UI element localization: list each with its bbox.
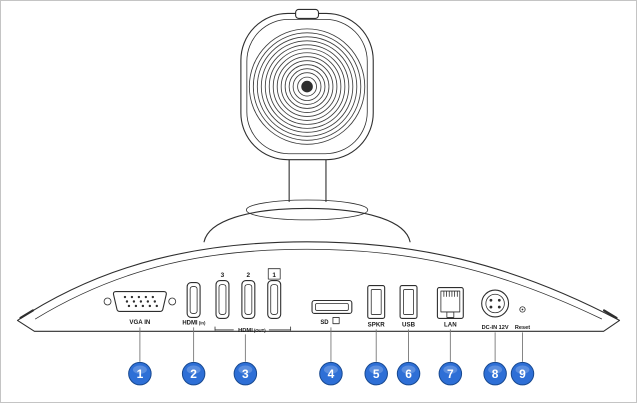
camera-mount	[203, 199, 411, 243]
usb-label: USB	[402, 321, 416, 328]
svg-text:4: 4	[328, 367, 335, 381]
sd-label: SD	[320, 320, 329, 326]
callout-4: 4	[319, 361, 343, 386]
svg-text:3: 3	[242, 367, 249, 381]
lan-label: LAN	[444, 321, 457, 328]
spkr-label: SPKR	[368, 321, 386, 328]
hdmi-out-ports	[214, 268, 292, 331]
callout-1: 1	[128, 361, 152, 386]
reset-hole	[519, 306, 526, 313]
vga-pins	[123, 295, 159, 308]
callout-5: 5	[364, 361, 388, 386]
svg-text:2: 2	[190, 367, 197, 381]
vga-label: VGA IN	[129, 319, 151, 326]
dc-in-label: DC-IN 12V	[482, 325, 509, 331]
hdmi-out-jack3-number: 3	[221, 272, 225, 279]
hdmi-in-sublabel: (in)	[199, 320, 206, 325]
callout-3: 3	[233, 361, 258, 386]
usb-port	[399, 285, 418, 319]
device-base	[16, 241, 621, 332]
svg-text:1: 1	[137, 367, 144, 381]
callout-8: 8	[483, 361, 507, 386]
dc-in-port	[481, 289, 510, 318]
spkr-port	[367, 285, 386, 319]
callouts: 1 2 3 4 5 6 7	[128, 361, 535, 386]
callout-9: 9	[510, 361, 535, 386]
jack-1-box	[267, 268, 281, 280]
sd-card-icon	[332, 317, 340, 325]
svg-text:7: 7	[447, 367, 454, 381]
sd-slot	[311, 299, 353, 325]
hdmi-in-label: HDMI	[182, 320, 198, 326]
hdmi-out-jack2-number: 2	[247, 272, 251, 279]
callout-6: 6	[396, 361, 421, 386]
vga-port	[103, 291, 177, 312]
callout-leader-lines	[139, 327, 523, 362]
callout-2: 2	[181, 361, 206, 386]
callout-7: 7	[438, 361, 463, 386]
hdmi-in-port	[186, 282, 201, 318]
lan-port	[436, 287, 464, 319]
hdmi-out-jack1-number: 1	[272, 272, 276, 279]
svg-text:9: 9	[519, 367, 526, 381]
hdmi-out-bracket	[214, 326, 292, 331]
hdmi-out-label: HDMI	[238, 328, 253, 334]
head-top-notch	[295, 8, 320, 19]
svg-text:6: 6	[405, 367, 412, 381]
hdmi-out-sublabel: (OUT)	[254, 328, 266, 333]
camera-neck	[288, 156, 327, 203]
lens-center-dot	[301, 80, 313, 93]
reset-label: Reset	[515, 325, 530, 331]
camera-lens	[248, 28, 366, 145]
camera-head	[240, 8, 374, 161]
svg-text:5: 5	[373, 367, 380, 381]
svg-text:8: 8	[492, 367, 499, 381]
